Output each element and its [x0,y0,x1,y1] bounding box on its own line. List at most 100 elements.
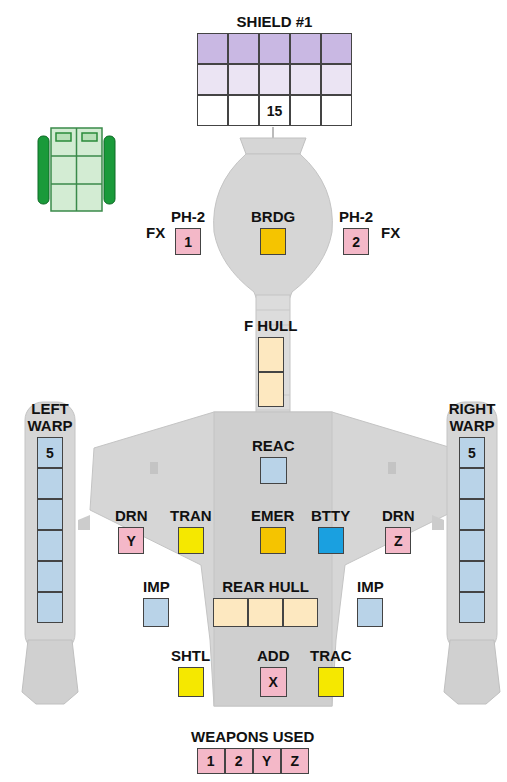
system-group: EMER [251,508,294,555]
grid-cell [37,468,63,499]
box-value: Y [127,534,136,548]
system-label: RIGHT WARP [444,401,500,434]
grid-cell [459,592,485,623]
box-value: 1 [184,235,192,249]
grid-cell [459,468,485,499]
system-group: DRN Y [115,508,148,555]
box-value: Z [394,534,403,548]
box-grid [178,527,204,554]
system-label: BRDG [251,209,295,226]
box-value: 2 [352,235,360,249]
grid-cell [178,527,204,554]
grid-cell [37,499,63,530]
box-grid [318,527,344,554]
system-label: IMP [357,579,384,596]
grid-cell [318,527,344,554]
grid-cell [459,561,485,592]
system-label: BTTY [311,508,350,525]
grid-cell [290,33,321,64]
system-box: 1 [198,749,224,773]
grid-cell: Y [118,527,144,554]
box-value: 15 [267,104,283,118]
box-grid: Z [385,527,411,554]
status-icon [38,128,115,211]
grid-cell [197,64,228,95]
system-group: PH-2 1 [171,209,205,256]
grid-cell: 15 [259,95,290,126]
box-grid [260,457,287,484]
grid-cell [258,337,284,372]
grid-cell: 5 [459,437,485,468]
system-label: REAC [252,438,295,455]
system-group: SHIELD #1 15 [197,14,352,127]
grid-cell [321,64,352,95]
system-group: ADD X [257,648,290,698]
grid-cell: Z [281,748,309,774]
box-grid: 1 [175,228,201,255]
system-label: PH-2 [171,209,205,226]
system-label: SHTL [171,648,210,665]
system-label: WEAPONS USED [191,729,314,746]
box-grid [178,667,204,697]
system-group: PH-22 [339,209,373,256]
system-group: RIGHT WARP 5 [444,401,500,623]
system-label: DRN [382,508,415,525]
system-label: ADD [257,648,290,665]
grid-cell [259,64,290,95]
box-grid [258,337,284,407]
grid-cell: 1 [175,228,201,255]
box-value: 5 [468,446,476,460]
box-value: Y [262,754,271,768]
box-grid [357,598,383,627]
system-box: Z [282,749,308,773]
box-grid [260,527,286,554]
system-group: BRDG [251,209,295,256]
grid-cell [248,598,283,627]
grid-cell [260,228,286,255]
box-value: Z [290,754,299,768]
system-group: IMP [357,579,384,628]
box-grid: 5 [459,437,485,623]
grid-cell [459,499,485,530]
grid-cell: 1 [197,748,225,774]
box-value: 5 [46,446,54,460]
box-grid [143,598,169,627]
system-box: 2 [226,749,252,773]
system-group: SHTL [171,648,210,698]
system-group: TRAC [310,648,352,698]
grid-cell [459,530,485,561]
box-grid: 15 [197,33,352,126]
system-group: F HULL [244,318,297,408]
box-grid [213,598,318,627]
system-label: TRAC [310,648,352,665]
grid-cell: 5 [37,437,63,468]
system-label: IMP [143,579,170,596]
grid-cell [213,598,248,627]
grid-cell: Z [385,527,411,554]
grid-cell [357,598,383,627]
box-grid: Y [118,527,144,554]
grid-cell [260,457,287,484]
box-grid [318,667,344,697]
grid-cell: X [260,667,287,697]
grid-cell [318,667,344,697]
box-grid [260,228,286,255]
grid-cell [37,561,63,592]
system-label: DRN [115,508,148,525]
system-group: REAR HULL [213,579,318,628]
system-group: DRN Z [382,508,415,555]
grid-cell [290,95,321,126]
system-label: SHIELD #1 [237,14,313,31]
grid-cell [283,598,318,627]
system-group: BTTY [311,508,350,555]
system-group: IMP [143,579,170,628]
grid-cell [228,64,259,95]
box-grid: 2 [343,228,369,255]
grid-cell [290,64,321,95]
system-label: TRAN [170,508,212,525]
system-label: LEFT WARP [22,401,78,434]
grid-cell: 2 [343,228,369,255]
grid-cell [260,527,286,554]
grid-cell [178,667,204,697]
